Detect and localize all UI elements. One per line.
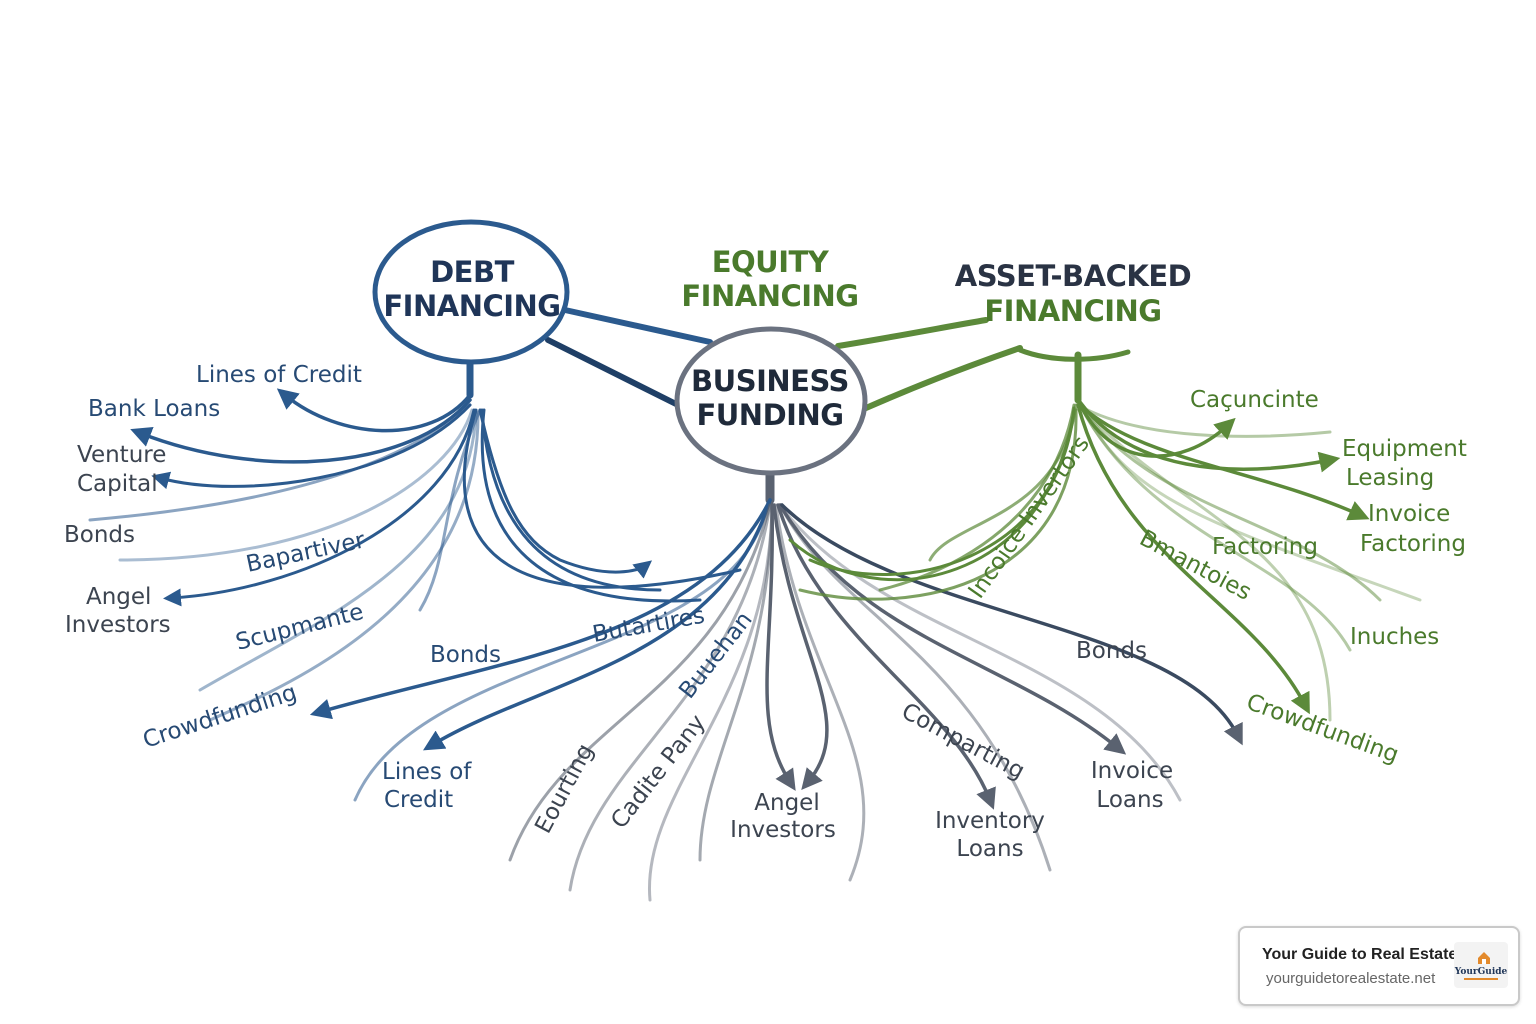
logo-text: YourGuide xyxy=(1454,967,1508,977)
label-bonds-left: Bonds xyxy=(64,522,135,548)
label-cacuncinte: Caçuncinte xyxy=(1190,387,1319,413)
label-invoice-factoring-2: Factoring xyxy=(1360,531,1466,557)
badge-title: Your Guide to Real Estate xyxy=(1262,946,1458,963)
label-invoice-loans-2: Loans xyxy=(1096,787,1163,813)
label-lines-of-credit-bottom-2: Credit xyxy=(384,787,453,813)
asset-branches xyxy=(788,351,1422,722)
label-cadite-pany: Cadite Pany xyxy=(606,710,711,834)
label-angel-investors-bottom-2: Investors xyxy=(730,817,836,843)
label-equipment-leasing-1: Equipment xyxy=(1342,436,1467,462)
debt-financing-hub xyxy=(372,219,570,365)
label-venture-capital-1: Venture xyxy=(77,442,166,468)
center-hub-line-1: BUSINESS xyxy=(691,364,849,398)
label-invoice-factoring-1: Invoice xyxy=(1368,501,1450,527)
brand-logo: YourGuide xyxy=(1454,942,1508,988)
debt-hub-line-1: DEBT xyxy=(430,255,514,289)
label-angel-investors-left-1: Angel xyxy=(86,584,151,610)
label-incoice-invertors: Incoice Invertors xyxy=(964,432,1095,604)
label-crowdfunding-left: Crowdfunding xyxy=(140,680,300,754)
label-lines-of-credit-bottom-1: Lines of xyxy=(382,759,472,785)
equity-hub-line-2: FINANCING xyxy=(681,279,858,313)
label-eourting: Eourting xyxy=(530,740,599,838)
label-bonds-right: Bonds xyxy=(1076,638,1147,664)
label-angel-investors-left-2: Investors xyxy=(65,612,171,638)
debt-branches xyxy=(88,358,742,722)
watermark-badge: Your Guide to Real Estate yourguidetorea… xyxy=(1238,926,1520,1006)
equity-hub-line-1: EQUITY xyxy=(712,245,830,279)
label-inventory-loans-2: Loans xyxy=(956,836,1023,862)
label-bonds-mid: Bonds xyxy=(430,642,501,668)
center-branches xyxy=(309,465,1243,902)
business-funding-hub xyxy=(674,326,868,476)
asset-hub-line-1: ASSET-BACKED xyxy=(955,259,1191,293)
hub-connectors xyxy=(545,307,1131,411)
label-lines-of-credit: Lines of Credit xyxy=(196,362,362,388)
label-crowdfunding-right: Crowdfunding xyxy=(1243,689,1402,768)
label-equipment-leasing-2: Leasing xyxy=(1346,465,1434,491)
debt-hub-line-2: FINANCING xyxy=(383,289,560,323)
label-inuches: Inuches xyxy=(1350,624,1439,650)
label-angel-investors-bottom-1: Angel xyxy=(754,790,819,816)
center-hub-line-2: FUNDING xyxy=(696,398,843,432)
label-venture-capital-2: Capital xyxy=(77,471,158,497)
label-comparting: Comparting xyxy=(897,698,1029,784)
label-butartires: Butartires xyxy=(591,603,707,648)
label-inventory-loans-1: Inventory xyxy=(935,808,1045,834)
label-invoice-loans-1: Invoice xyxy=(1091,758,1173,784)
label-factoring: Factoring xyxy=(1212,534,1318,560)
asset-hub-line-2: FINANCING xyxy=(984,294,1161,328)
label-bank-loans: Bank Loans xyxy=(88,396,220,422)
badge-url: yourguidetorealestate.net xyxy=(1266,970,1436,987)
